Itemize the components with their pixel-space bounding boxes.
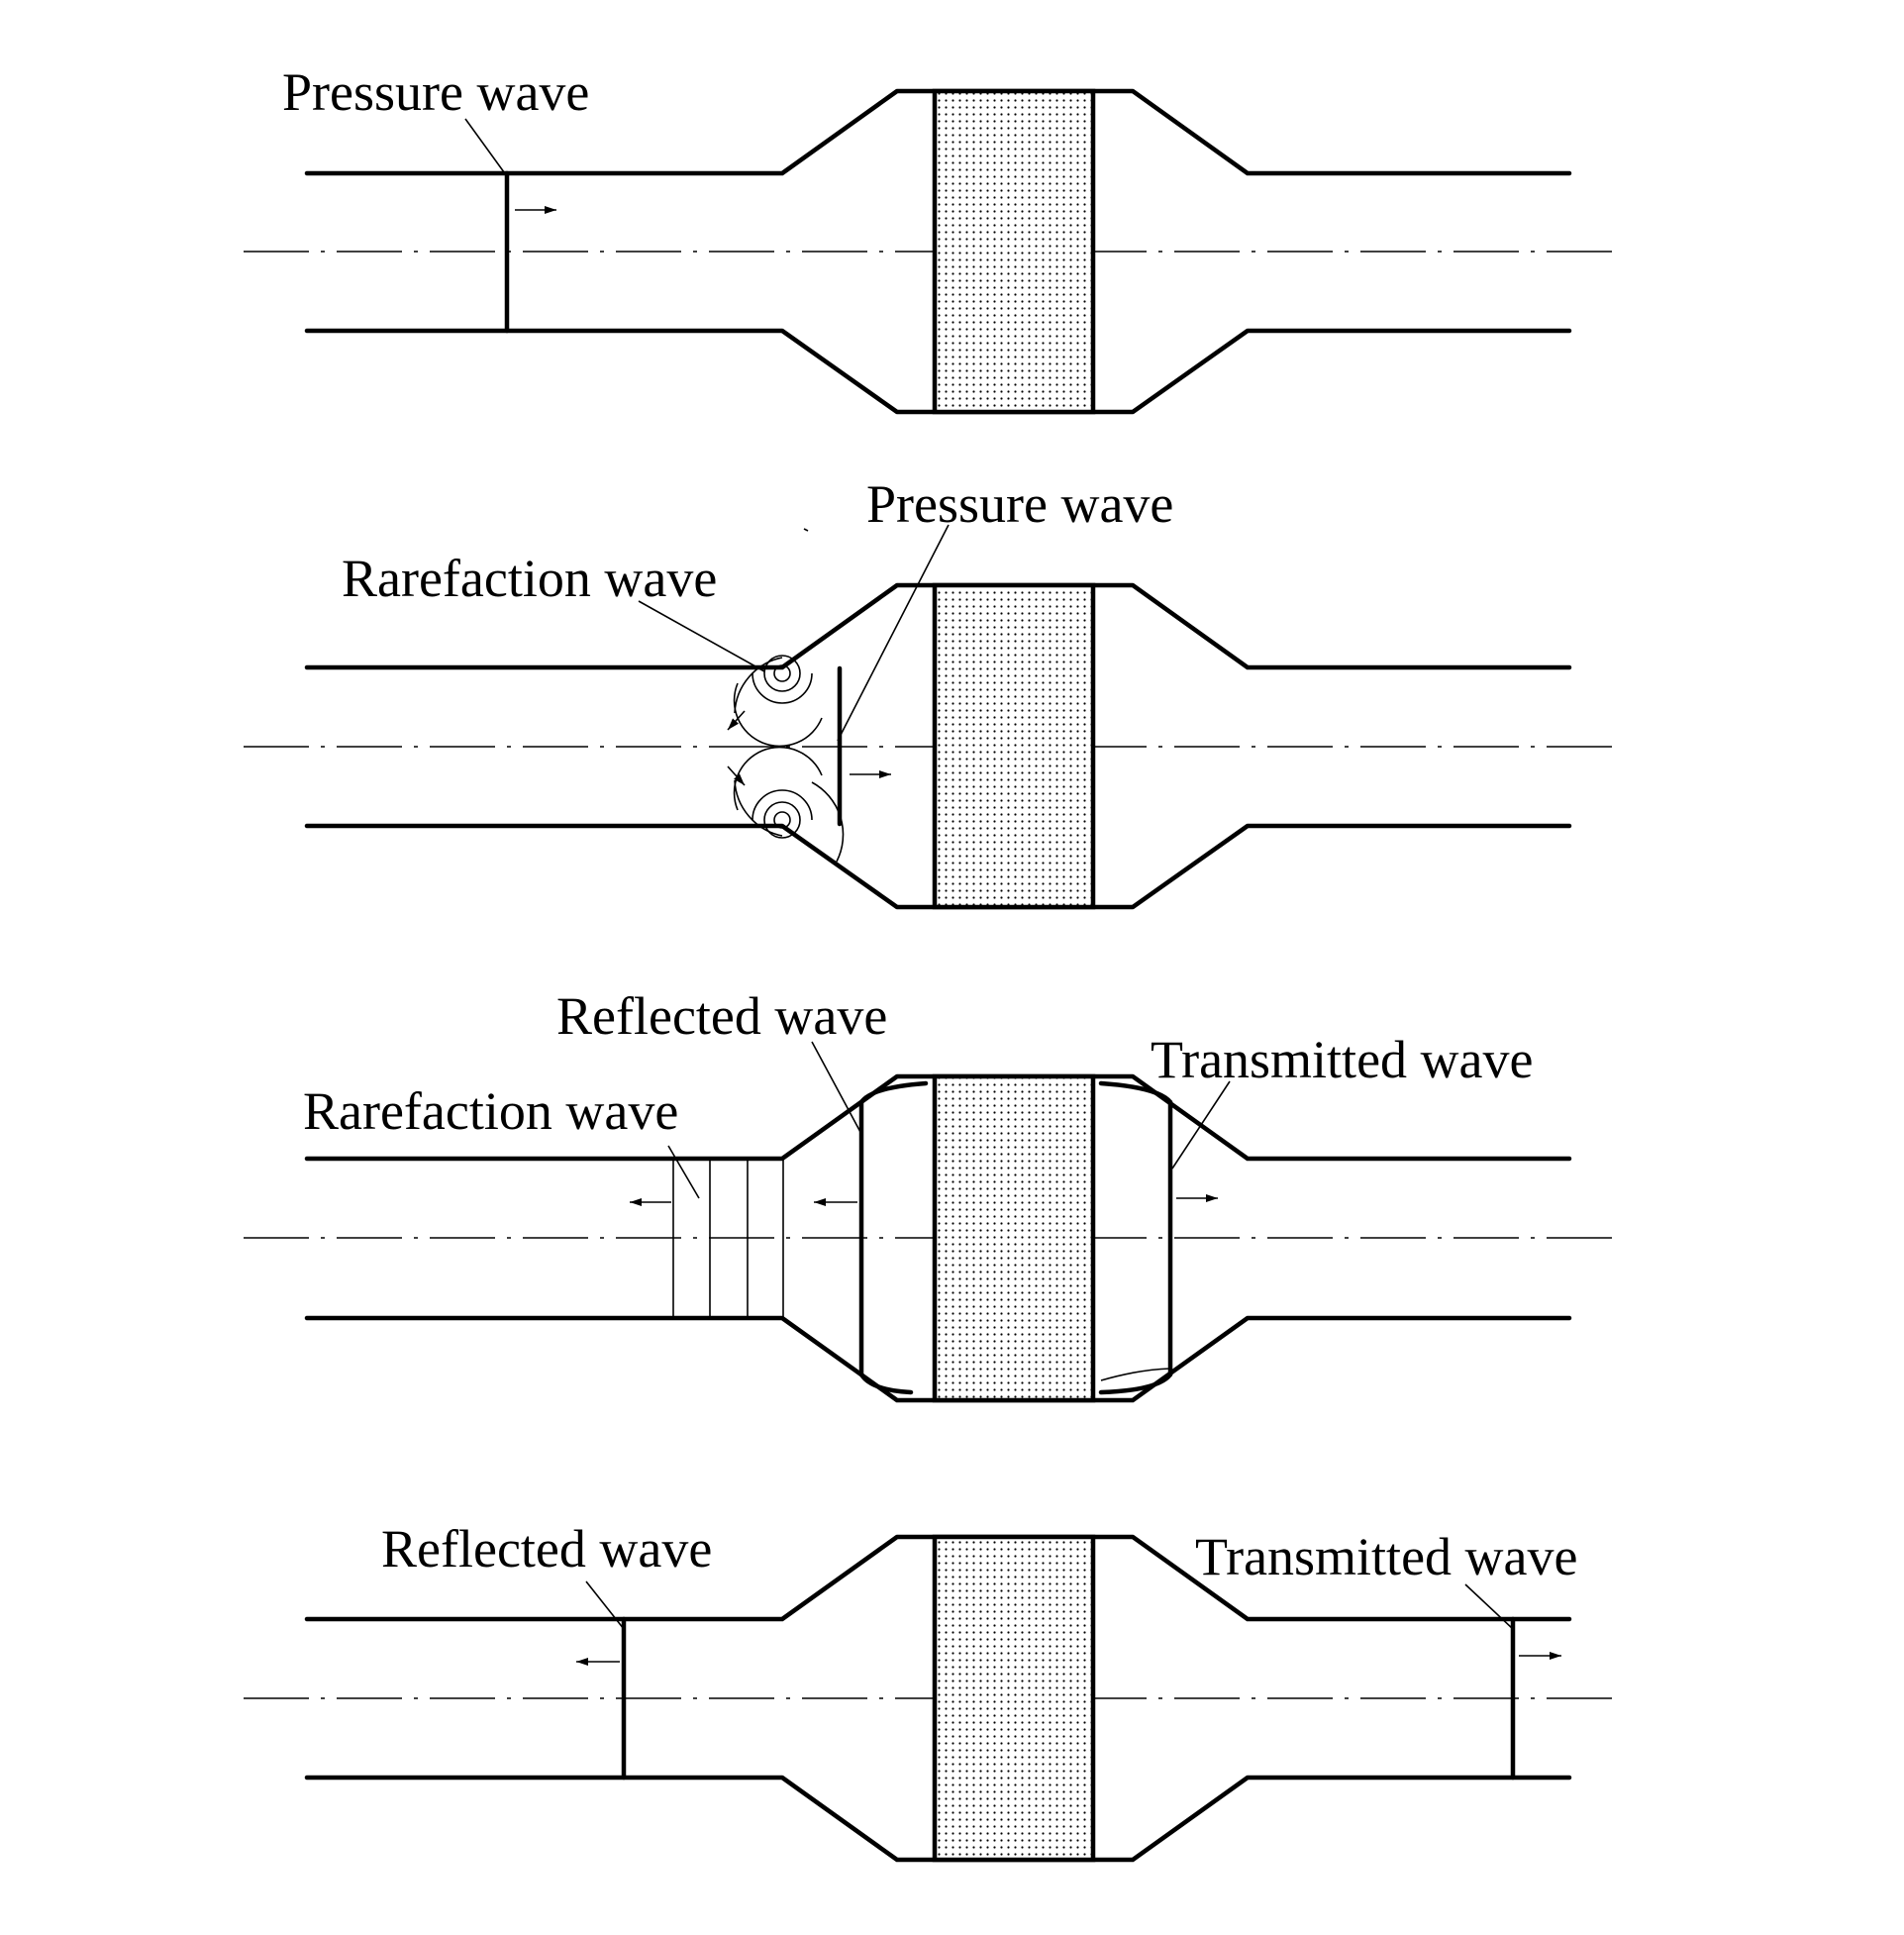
arrow-head-icon	[727, 765, 746, 786]
rarefaction-wave-label: Rarefaction wave	[303, 1081, 678, 1141]
panel-1: Pressure wave	[244, 62, 1614, 415]
transmitted-wave-curl	[1098, 1372, 1173, 1395]
filter-element	[932, 1534, 1096, 1863]
reflected-wave-label: Reflected wave	[381, 1519, 712, 1579]
stray-mark	[803, 528, 809, 532]
pressure-wave-leader	[464, 118, 508, 177]
transmitted-wave-leader	[1464, 1583, 1514, 1630]
panel-2: Rarefaction wave Pressure wave	[244, 474, 1614, 910]
upper-vortex	[733, 655, 823, 748]
transmitted-wave-label: Transmitted wave	[1195, 1527, 1577, 1586]
transmitted-wave-inner	[1100, 1368, 1171, 1381]
rarefaction-wave-label: Rarefaction wave	[342, 549, 717, 608]
reflected-wave-curl	[858, 1080, 929, 1105]
rarefaction-wave-leader	[638, 600, 765, 672]
pressure-wave-label: Pressure wave	[282, 62, 589, 122]
reflected-wave-curl	[858, 1372, 914, 1395]
arrow-head-icon	[727, 710, 746, 731]
transmitted-wave-curl	[1098, 1080, 1173, 1105]
filter-element	[932, 88, 1096, 415]
pressure-wave-leader	[837, 524, 950, 742]
panel-3: Reflected wave Transmitted wave Rarefact…	[244, 986, 1614, 1403]
reflected-wave-leader	[585, 1580, 625, 1630]
filter-element	[932, 582, 1096, 910]
reflected-wave-label: Reflected wave	[556, 986, 887, 1046]
filter-element	[932, 1073, 1096, 1403]
reflected-wave-leader	[811, 1041, 862, 1135]
rarefaction-wave-leader	[667, 1145, 700, 1199]
pressure-wave-label: Pressure wave	[866, 474, 1173, 534]
transmitted-wave-leader	[1171, 1080, 1231, 1170]
lower-vortex	[733, 746, 845, 863]
transmitted-wave-label: Transmitted wave	[1151, 1030, 1533, 1089]
panel-4: Reflected wave Transmitted wave	[244, 1519, 1614, 1863]
